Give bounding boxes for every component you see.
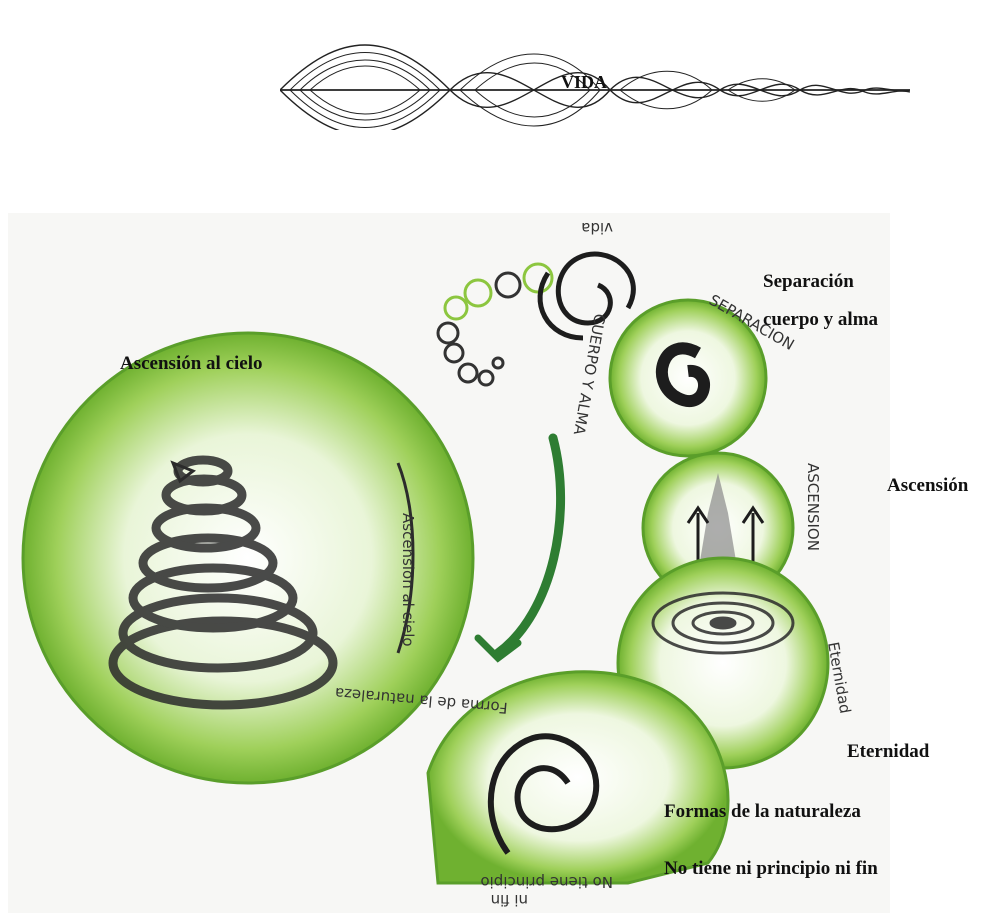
label-ascension-al-cielo: Ascensión al cielo xyxy=(120,350,263,377)
label-eternidad: Eternidad xyxy=(847,738,929,765)
handwriting-ascension: ASCENSION xyxy=(804,463,822,551)
big-circle-ascension: Ascension al cielo xyxy=(23,333,473,783)
label-formas-de-la-naturaleza: Formas de la naturaleza xyxy=(664,798,861,825)
vida-title: VIDA xyxy=(561,72,607,93)
label-no-tiene-ni-principio: No tiene ni principio ni fin xyxy=(664,855,878,882)
label-separacion-line2: cuerpo y alma xyxy=(763,306,878,333)
handwriting-vida: vida xyxy=(581,219,613,237)
handwriting-no-tiene-principio: No tiene principio xyxy=(480,873,613,891)
handwriting-ni-fin: ni fin xyxy=(491,891,528,909)
handwriting-ascension-al-cielo: Ascension al cielo xyxy=(399,513,417,647)
label-ascension: Ascensión xyxy=(887,472,968,499)
label-separacion-line1: Separación xyxy=(763,268,854,295)
